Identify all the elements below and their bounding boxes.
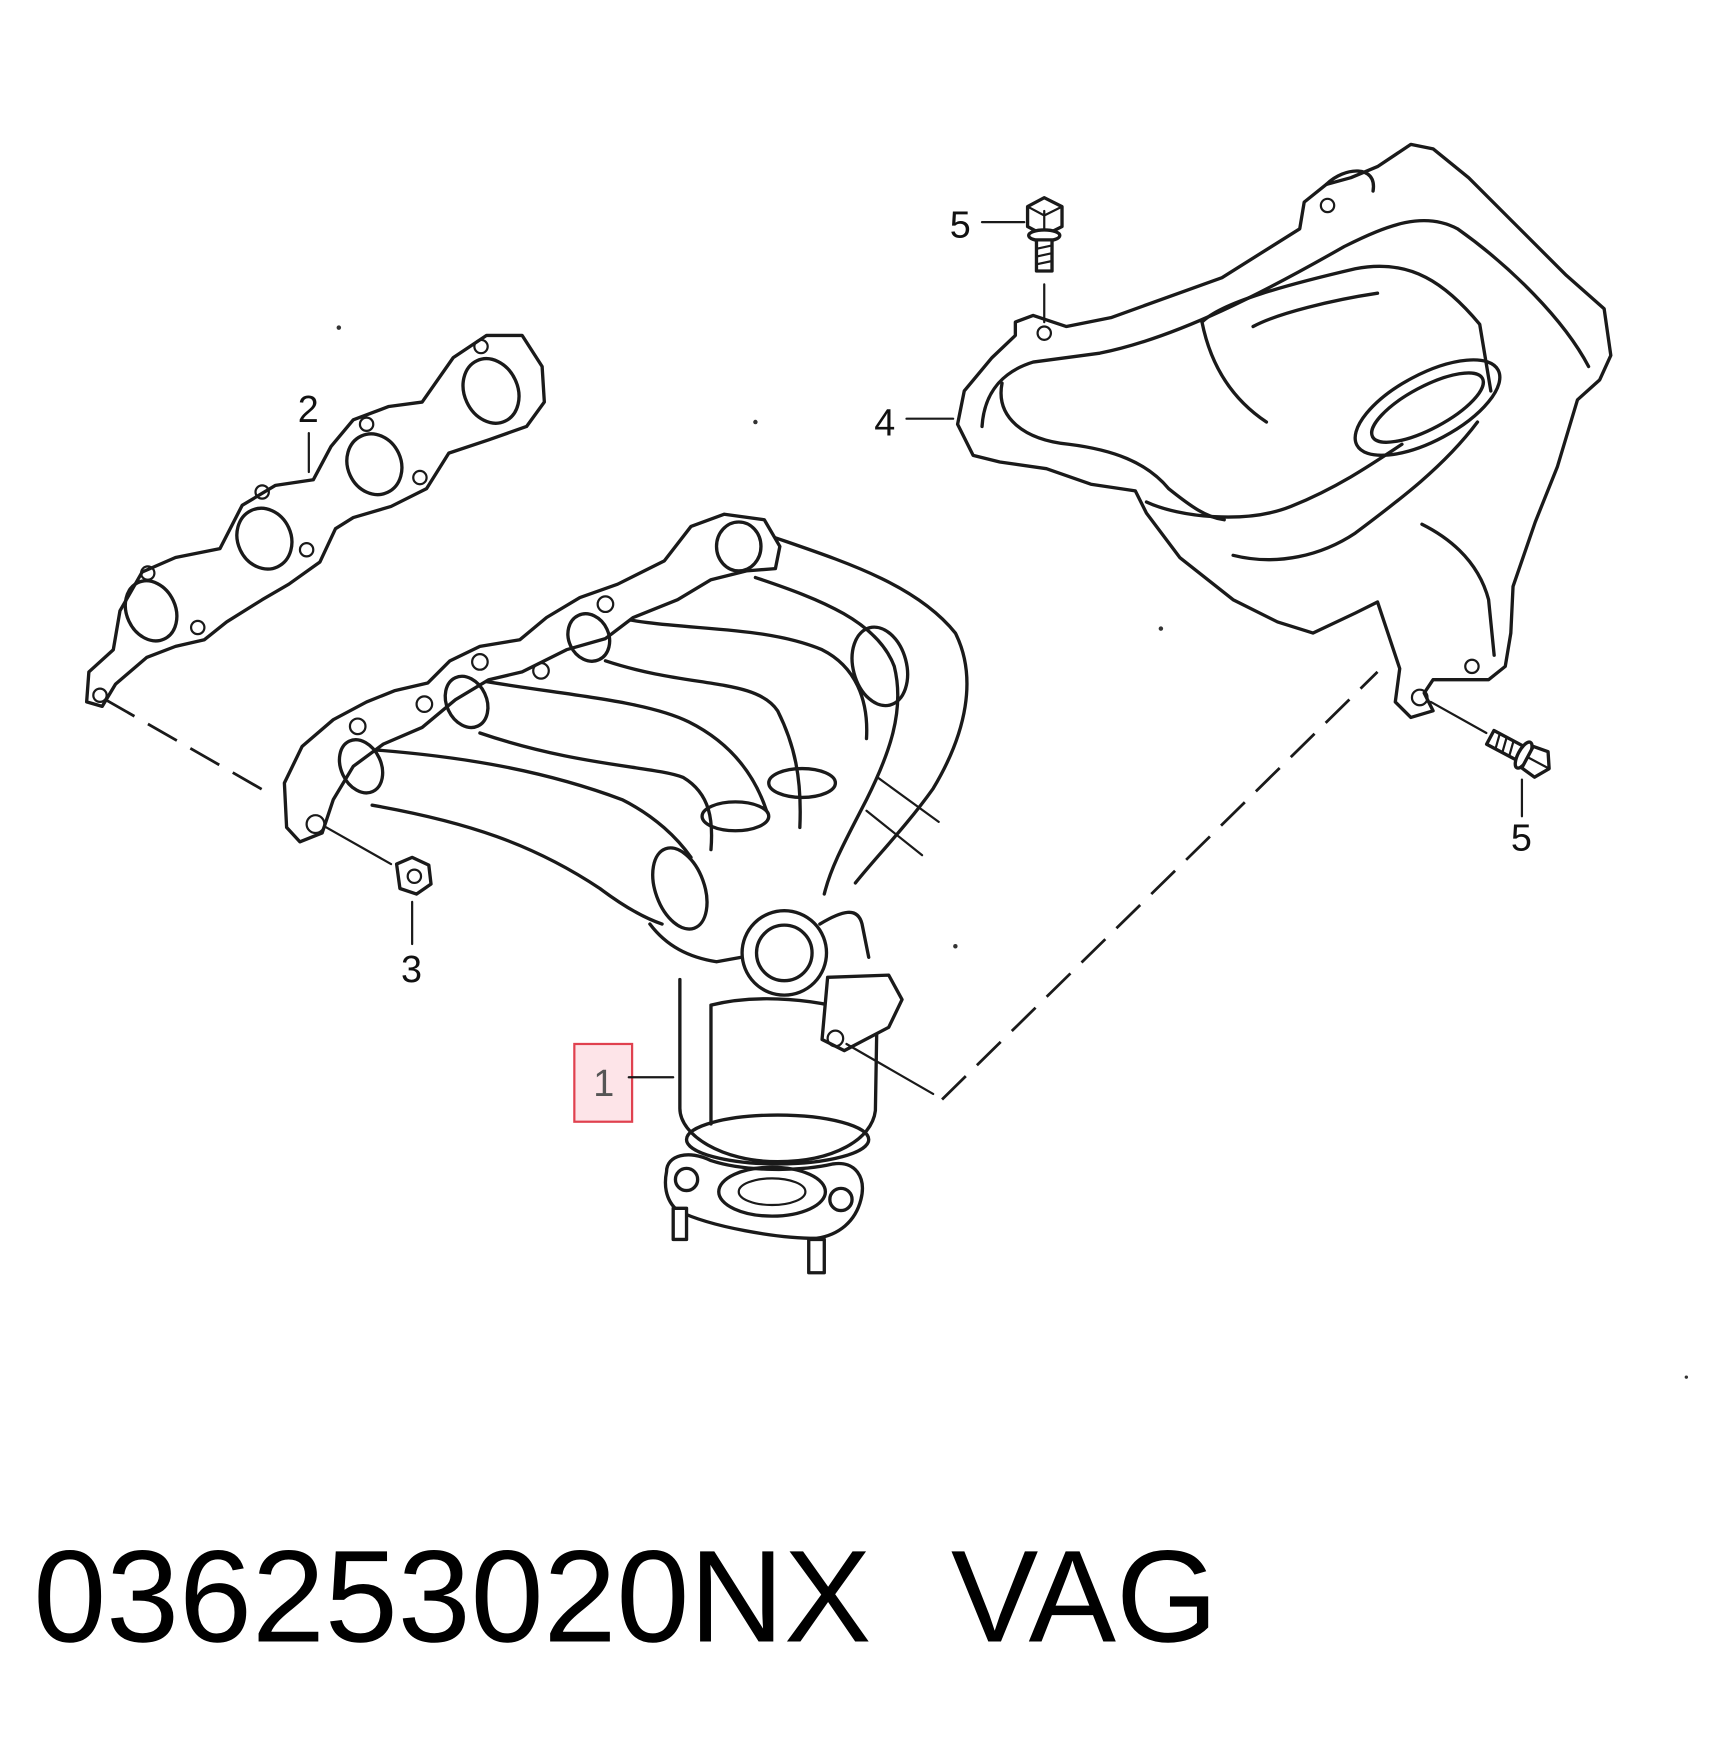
nut-hex-body [394,855,433,896]
artifact-dot [1684,1375,1689,1379]
pipe-collar [767,766,838,800]
heat-shield-raised-panel [1200,264,1493,424]
manifold-gasket [84,333,547,709]
heat-shield-window-inner [1370,371,1485,444]
nut-thread-hole [406,868,423,885]
flange-port [566,612,612,663]
bracket-bolt-hole [826,1029,845,1048]
runner-pipe-3-lower [603,659,802,830]
support-rib [865,776,940,857]
runner-pipe-3-upper [598,611,869,741]
outlet-stud [671,1206,689,1242]
callout-label-2[interactable]: 2 [298,389,319,431]
flange-port [714,520,763,573]
gasket-bolt-hole [473,338,489,355]
exhaust-manifold-catalytic-converter [282,512,969,1275]
gasket-port-hole [123,579,179,643]
flange-bolt-hole [596,595,615,614]
pipe-collar [651,846,709,931]
heat-shield-top-lug [1324,169,1375,193]
brand-caption: VAG [951,1523,1218,1670]
outlet-opening-inner [737,1177,807,1207]
heat-shield-bolt-hole [1036,325,1053,341]
gasket-port-hole [235,506,294,571]
heat-shield-pressed-lobe [999,381,1226,522]
heat-shield-outline [955,142,1613,720]
heat-shield-bolt-hole [1410,688,1429,707]
artifact-dot [953,944,958,949]
runner-pipe-4-upper [744,525,969,885]
artifact-dot [336,325,342,330]
gasket-bolt-hole [358,416,375,433]
gasket-bolt-hole [139,565,156,581]
runner-pipe-2-lower [478,731,714,852]
gasket-bolt-hole [298,541,315,558]
selected-callout-highlight [573,1042,634,1123]
gasket-port-hole [461,357,521,425]
outlet-flange-hole [673,1166,700,1193]
collector-body [648,910,871,964]
oxygen-sensor-boss [740,909,829,997]
bolt-thread [1494,732,1515,758]
artifact-dot [1158,626,1164,631]
gasket-bolt-hole [189,619,206,636]
runner-pipe-4-lower [753,575,900,896]
bolt-head-edge [1526,756,1551,770]
flange-nut [394,855,433,896]
runner-pipe-1-lower [370,803,664,926]
flange-bolt-hole [532,661,550,680]
flange-bolt-hole [348,717,367,736]
gasket-outline [84,333,547,709]
outlet-stud [807,1237,826,1275]
flange-port [337,738,385,795]
flange-port [443,674,490,730]
gasket-alignment-line [104,698,273,797]
callout-label-5-bottom[interactable]: 5 [1511,818,1532,860]
heat-shield [955,142,1613,720]
gasket-bolt-hole [254,484,270,500]
heat-shield-inner-rim [980,218,1591,429]
oxygen-sensor-port [754,923,814,983]
flange-bolt-hole [305,814,326,835]
runner-pipe-2-upper [473,678,769,813]
artifact-dot [753,419,758,425]
pipe-collar [850,625,910,708]
converter-outlet-ring [684,1113,871,1166]
bolt-bottom-axis-line [1429,700,1488,735]
outlet-flange-hole [828,1186,854,1213]
converter-shell [678,977,880,1164]
heat-shield-bolt-bottom [1484,728,1551,779]
heat-shield-window-outer [1353,358,1502,457]
heat-shield-mount-tab [1420,522,1496,657]
part-number-caption: 036253020NX [33,1523,871,1670]
heat-shield-crease [1231,420,1480,562]
gasket-bolt-hole [92,687,108,704]
pipe-collar [700,800,771,833]
nut-leader-line [323,825,393,866]
callout-label-1[interactable]: 1 [593,1063,614,1105]
flange-bolt-hole [415,695,434,714]
flange-bolt-hole [471,653,489,671]
manifold-flange [282,512,782,844]
runner-pipe-1-upper [370,747,693,860]
bolt-thread [1035,244,1054,266]
callout-label-5-top[interactable]: 5 [950,205,971,247]
heat-shield-bolt-hole [1464,658,1480,675]
heat-shield-alignment-line [941,670,1379,1101]
callout-label-3[interactable]: 3 [401,949,422,991]
heat-shield-bolt-top [1025,196,1064,273]
bracket-leader-line [845,1042,935,1096]
support-bracket [820,973,904,1053]
callout-label-4[interactable]: 4 [874,402,895,444]
outlet-opening [717,1165,828,1218]
gasket-port-hole [345,432,404,497]
gasket-bolt-hole [412,469,428,486]
heat-shield-bolt-hole [1319,197,1336,214]
heat-shield-crease [1144,442,1404,519]
